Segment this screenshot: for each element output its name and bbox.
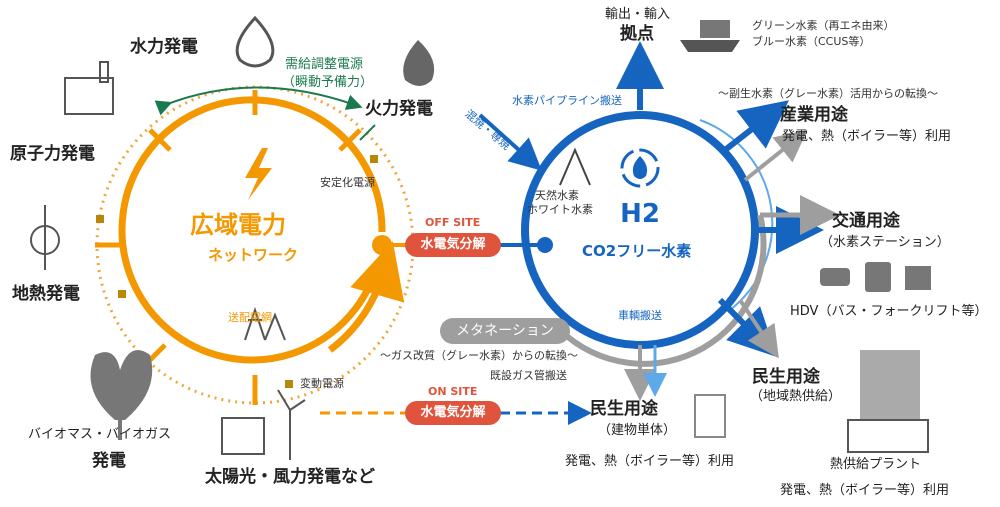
- grid-hub-subtitle: ネットワーク: [208, 246, 299, 264]
- industry-subtitle: 発電、熱（ボイラー等）利用: [782, 129, 952, 144]
- green-hydrogen-label: グリーン水素（再エネ由来）: [752, 19, 895, 32]
- icons: [30, 15, 931, 460]
- supply-demand-arc: [154, 86, 363, 116]
- natural-hydrogen-label: 天然水素: [535, 189, 579, 202]
- forklift-icon: [905, 266, 931, 290]
- h2-subtitle: CO2フリー水素: [582, 242, 692, 260]
- flame-icon: [632, 156, 648, 179]
- grid-markers: [96, 155, 378, 388]
- transmission-tower-icon: [244, 306, 266, 341]
- hydrogen-inner-arc: [699, 119, 774, 311]
- port-title-2: 拠点: [620, 24, 654, 44]
- hdv-label: HDV（バス・フォークリフト等）: [790, 304, 988, 319]
- grid-main-ring: [118, 96, 386, 364]
- building-icon: [694, 394, 726, 438]
- grid-ring-arrow: [327, 241, 405, 353]
- vehicle-transport-label: 車輌搬送: [618, 309, 662, 322]
- supply-demand-label: 需給調整電源: [285, 57, 364, 72]
- industry-note: ～副生水素（グレー水素）活用からの転換～: [718, 87, 938, 100]
- civil-district-subtitle: （地域熱供給）: [750, 389, 842, 404]
- civil-building-use: 発電、熱（ボイラー等）利用: [565, 454, 735, 469]
- geothermal-label: 地熱発電: [12, 284, 80, 304]
- industry-title: 産業用途: [780, 105, 848, 125]
- off-site-electrolysis: 水電気分解: [405, 233, 501, 257]
- methanation-pill: メタネーション: [440, 318, 570, 344]
- ship-icon: [680, 40, 740, 52]
- civil-building-subtitle: （建物単体）: [598, 423, 677, 438]
- nuclear-label: 原子力発電: [10, 144, 95, 164]
- lightning-icon: [245, 148, 272, 200]
- transmission-label: 送配電網: [228, 311, 272, 324]
- nuclear-plant-icon: [64, 77, 114, 115]
- heat-plant-title: 熱供給プラント: [830, 457, 922, 472]
- biomass-label-2: 発電: [92, 451, 126, 471]
- heat-plant-icon: [847, 419, 929, 453]
- biomass-leaf-icon: [90, 350, 153, 420]
- thermal-flame-icon: [403, 40, 435, 86]
- hydro-drop-icon: [235, 15, 275, 68]
- grid-hub-title: 広域電力: [190, 211, 286, 239]
- blue-hydrogen-label: ブルー水素（CCUS等）: [752, 35, 871, 48]
- transport-subtitle: （水素ステーション）: [820, 235, 950, 250]
- methanation-arc: [557, 214, 767, 367]
- gas-reform-note: ～ガス改質（グレー水素）からの転換～: [380, 349, 578, 362]
- white-hydrogen-label: ホワイト水素: [527, 203, 593, 216]
- car-icon: [820, 268, 850, 286]
- solar-wind-label: 太陽光・風力発電など: [205, 467, 375, 487]
- variable-label: 変動電源: [300, 377, 344, 390]
- off-site-label: OFF SITE: [425, 216, 481, 229]
- port-title: 輸出・輸入: [605, 7, 671, 22]
- gas-rig-icon: [559, 147, 591, 186]
- transport-title: 交通用途: [832, 211, 900, 231]
- existing-gas-label: 既設ガス管搬送: [490, 369, 567, 382]
- biomass-label: バイオマス・バイオガス: [28, 427, 172, 442]
- hydro-label: 水力発電: [130, 37, 198, 57]
- heat-plant-use: 発電、熱（ボイラー等）利用: [780, 483, 950, 498]
- on-site-label: ON SITE: [428, 385, 478, 398]
- supply-demand-label-2: （瞬動予備力）: [282, 75, 374, 90]
- thermal-label: 火力発電: [365, 99, 433, 119]
- civil-building-title: 民生用途: [590, 399, 658, 419]
- pipeline-label: 水素パイプライン搬送: [512, 94, 622, 107]
- solar-panel-icon: [221, 417, 265, 455]
- on-site-electrolysis: 水電気分解: [405, 401, 501, 425]
- bus-icon: [865, 262, 891, 292]
- city-buildings-icon: [860, 350, 920, 420]
- civil-district-title: 民生用途: [752, 367, 820, 387]
- stabilizing-label: 安定化電源: [320, 176, 375, 189]
- h2-symbol: H2: [620, 199, 660, 229]
